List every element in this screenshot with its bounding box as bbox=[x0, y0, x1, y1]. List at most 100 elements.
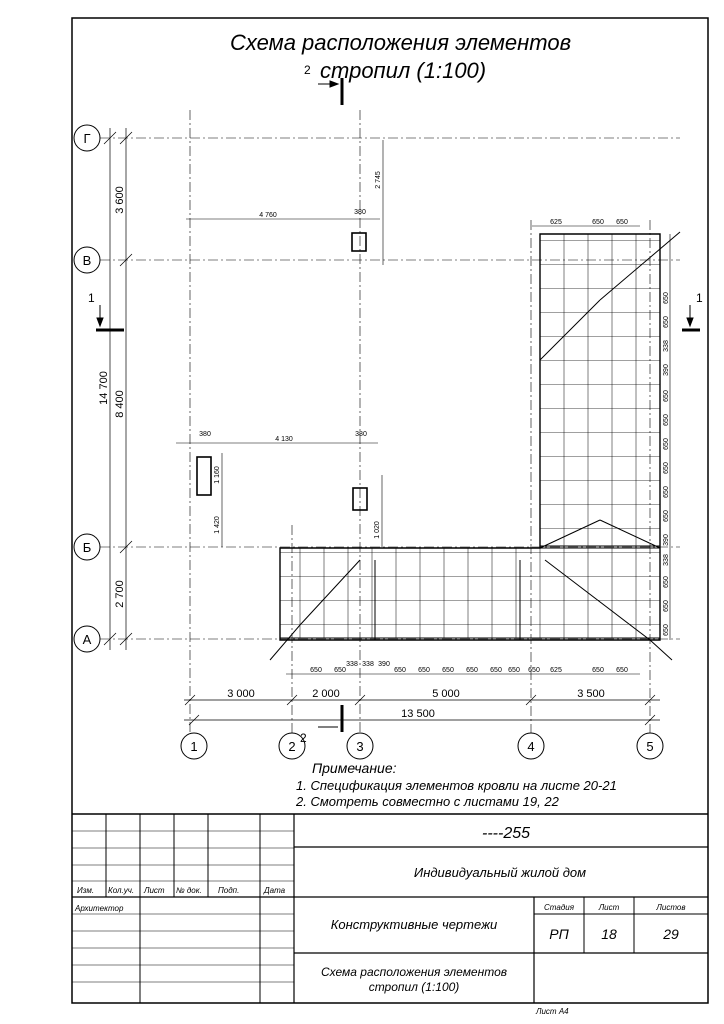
dim-bot-3: 338 bbox=[362, 661, 374, 668]
sheet-frame bbox=[71, 17, 709, 1004]
dim-right-5: 650 bbox=[663, 414, 670, 426]
dim-bot-9: 650 bbox=[490, 667, 502, 674]
stamp-stage-label: Стадия bbox=[544, 903, 575, 912]
axis-bubble-g: Г bbox=[73, 124, 101, 152]
dim-1020: 1 020 bbox=[374, 521, 381, 539]
opening-marks bbox=[196, 232, 368, 511]
axis-bubble-2: 2 bbox=[278, 732, 306, 760]
stamp-col-data: Дата bbox=[263, 886, 286, 895]
dim-2700: 2 700 bbox=[114, 580, 126, 608]
opening-dims bbox=[176, 140, 384, 547]
stamp-section: Конструктивные чертежи bbox=[331, 917, 498, 932]
dim-bot-10: 650 bbox=[508, 667, 520, 674]
dim-right-14: 650 bbox=[663, 624, 670, 636]
dim-bot-7: 650 bbox=[442, 667, 454, 674]
drawing-title-line2: стропил (1:100) bbox=[320, 58, 487, 83]
dim-14700: 14 700 bbox=[98, 371, 110, 405]
section-label-2-top: 2 bbox=[304, 63, 311, 77]
dim-bot-14: 650 bbox=[616, 667, 628, 674]
section-mark-1-right bbox=[682, 305, 700, 332]
dim-bot-11: 650 bbox=[528, 667, 540, 674]
stamp-col-izm: Изм. bbox=[77, 886, 94, 895]
stamp-sheets-label: Листов bbox=[655, 903, 685, 912]
dim-top-625: 625 bbox=[550, 219, 562, 226]
dim-bot-8: 650 bbox=[466, 667, 478, 674]
dim-bot-4: 390 bbox=[378, 661, 390, 668]
dim-380-mid-right: 380 bbox=[355, 431, 367, 438]
dim-right-13: 650 bbox=[663, 600, 670, 612]
dim-5000: 5 000 bbox=[432, 688, 460, 700]
dim-right-4: 650 bbox=[663, 390, 670, 402]
dim-1420: 1 420 bbox=[214, 516, 221, 534]
axis-label-3: 3 bbox=[356, 739, 363, 754]
stamp-sheet: 18 bbox=[601, 926, 617, 942]
dim-3600: 3 600 bbox=[114, 186, 126, 214]
dim-380-top: 380 bbox=[354, 209, 366, 216]
stamp-col-podp: Подп. bbox=[218, 886, 239, 895]
dim-right-7: 650 bbox=[663, 462, 670, 474]
dim-8400: 8 400 bbox=[114, 390, 126, 418]
section-label-1-right: 1 bbox=[696, 291, 703, 305]
dim-right-6: 650 bbox=[663, 438, 670, 450]
title-block bbox=[72, 813, 708, 1003]
axis-label-a: А bbox=[83, 632, 92, 647]
dim-right-9: 650 bbox=[663, 510, 670, 522]
dim-2745: 2 745 bbox=[375, 171, 382, 189]
stamp-drawing-line2: стропил (1:100) bbox=[369, 980, 460, 994]
stamp-drawing-line1: Схема расположения элементов bbox=[321, 965, 507, 979]
section-label-1-left: 1 bbox=[88, 291, 95, 305]
stamp-architect: Архитектор bbox=[74, 904, 124, 913]
dim-bot-0: 650 bbox=[310, 667, 322, 674]
notes-item-2: 2. Смотреть совместно с листами 19, 22 bbox=[296, 794, 559, 809]
section-mark-2-top bbox=[318, 78, 344, 105]
dim-4760: 4 760 bbox=[259, 212, 277, 219]
axis-label-b: Б bbox=[83, 540, 92, 555]
sheet-format-label: Лист А4 bbox=[536, 1007, 569, 1016]
dim-4130: 4 130 bbox=[275, 436, 293, 443]
axis-label-g: Г bbox=[83, 131, 90, 146]
stamp-sheet-label: Лист bbox=[598, 903, 620, 912]
dim-right-12: 650 bbox=[663, 576, 670, 588]
dim-3500: 3 500 bbox=[577, 688, 605, 700]
stamp-sheets: 29 bbox=[662, 926, 679, 942]
drawing-title-line1: Схема расположения элементов bbox=[230, 30, 572, 55]
axis-bubble-b: Б bbox=[73, 533, 101, 561]
dim-right-11: 338 bbox=[663, 554, 670, 566]
dim-right-1: 650 bbox=[663, 316, 670, 328]
stamp-stage: РП bbox=[549, 926, 569, 942]
dim-bot-5: 650 bbox=[394, 667, 406, 674]
notes-heading: Примечание: bbox=[312, 760, 397, 776]
roof-framing bbox=[269, 231, 681, 661]
section-mark-1-left bbox=[96, 305, 124, 332]
dim-bot-6: 650 bbox=[418, 667, 430, 674]
axis-bubble-4: 4 bbox=[517, 732, 545, 760]
dim-bot-12: 625 bbox=[550, 667, 562, 674]
dim-bot-2: 338 bbox=[346, 661, 358, 668]
rafter-dims-bottom-labels: 650 650 338 338 390 650 650 650 650 650 … bbox=[310, 661, 628, 674]
stamp-code: ----255 bbox=[482, 825, 530, 842]
dim-1160: 1 160 bbox=[214, 466, 221, 484]
dim-right-10: 390 bbox=[663, 534, 670, 546]
dim-380-mid-left: 380 bbox=[199, 431, 211, 438]
axis-bubble-a: А bbox=[73, 625, 101, 653]
notes-item-1: 1. Спецификация элементов кровли на лист… bbox=[296, 778, 617, 793]
title-block-text: Изм. Кол.уч. Лист № док. Подп. Дата Архи… bbox=[74, 825, 686, 994]
dim-2000: 2 000 bbox=[312, 688, 340, 700]
axis-label-2: 2 bbox=[288, 739, 295, 754]
axis-label-v: В bbox=[83, 253, 92, 268]
dim-13500: 13 500 bbox=[401, 708, 435, 720]
section-mark-2-bottom bbox=[318, 705, 344, 732]
axis-label-1: 1 bbox=[190, 739, 197, 754]
dim-chain-left bbox=[103, 128, 133, 650]
dim-bot-13: 650 bbox=[592, 667, 604, 674]
section-label-2-bottom: 2 bbox=[300, 731, 307, 745]
axis-label-5: 5 bbox=[646, 739, 653, 754]
dim-3000: 3 000 bbox=[227, 688, 255, 700]
axis-bubble-3: 3 bbox=[346, 732, 374, 760]
stamp-col-ndok: № док. bbox=[176, 886, 202, 895]
dim-bot-1: 650 bbox=[334, 667, 346, 674]
axis-bubble-v: В bbox=[73, 246, 101, 274]
dim-chain-bottom bbox=[184, 694, 660, 726]
axis-label-4: 4 bbox=[527, 739, 534, 754]
dim-top-650b: 650 bbox=[616, 219, 628, 226]
